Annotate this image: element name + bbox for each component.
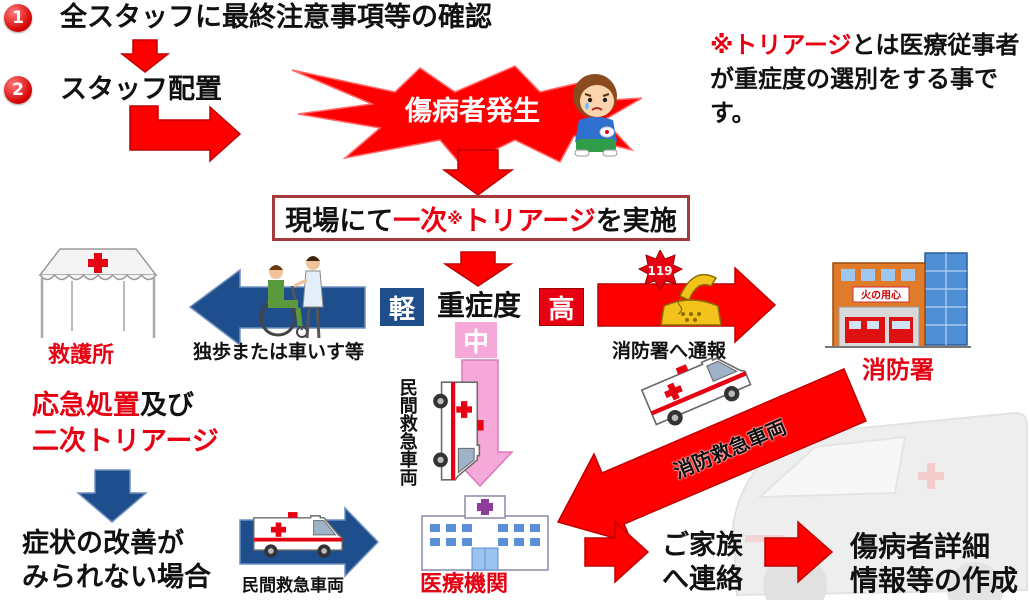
first-aid-highlight: 応急処置: [32, 390, 140, 421]
event-label: 傷病者発生: [405, 96, 540, 127]
severity-mid-label: 中: [462, 327, 489, 358]
note-line-2: が重症度の選別をする事で: [710, 65, 998, 93]
injured-child-icon: [573, 74, 618, 157]
first-aid-rest: 及び: [140, 390, 194, 421]
step-1-text: 全スタッフに最終注意事項等の確認: [60, 2, 492, 33]
wheelchair-assist-icon: [259, 256, 324, 339]
secondary-triage-text: 二次トリアージ: [32, 426, 219, 457]
arrow-fire-ambulance-to-hospital: [556, 368, 867, 545]
arrow-aid-station-down: [75, 469, 149, 523]
arrow-family-to-report: [764, 520, 834, 584]
triage-box-part-2: 一次: [393, 205, 448, 237]
step-2-number: 2: [12, 80, 24, 100]
report-line-1: 傷病者詳細: [850, 530, 991, 563]
severity-label: 重症度: [437, 289, 522, 322]
severity-low-badge: 軽: [380, 288, 424, 326]
mid-path-transport-label: 民間救急車両: [396, 378, 418, 486]
hospital-label: 医療機関: [420, 572, 509, 597]
condition-line-1: 症状の改善が: [22, 528, 184, 559]
arrow-step1-to-step2: [119, 39, 171, 73]
phone-119-number: 119: [647, 264, 672, 278]
fire-station-label: 消防署: [862, 356, 934, 384]
step-1-number: 1: [12, 8, 24, 28]
arrow-event-to-triage: [441, 149, 515, 196]
family-contact-line-2: へ連絡: [662, 564, 743, 595]
report-line-2: 情報等の作成: [850, 564, 1019, 597]
fire-station-sign: 火の用心: [861, 290, 901, 302]
arrow-hospital-to-family: [584, 520, 650, 584]
severity-high-label: 高: [548, 294, 575, 325]
step-2-badge: 2: [4, 76, 32, 104]
triage-box-part-4: を実施: [595, 205, 677, 237]
severity-low-label: 軽: [388, 294, 415, 325]
step-1-badge: 1: [4, 4, 32, 32]
event-starburst: [291, 65, 643, 167]
private-ambulance-icon: [253, 511, 343, 559]
high-path-arrow-label: 消防署へ通報: [612, 340, 727, 362]
triage-box-part-1: 現場にて: [285, 205, 394, 237]
triage-definition-note: ※トリアージとは医療従事者 が重症度の選別をする事で す。: [710, 28, 1019, 130]
fire-station-icon: 火の用心: [825, 252, 971, 348]
arrow-triage-to-severity: [442, 251, 514, 287]
first-aid-tent-icon: [38, 248, 158, 338]
note-line-1-rest: とは医療従事者: [851, 31, 1020, 59]
note-line-3: す。: [710, 99, 756, 127]
private-ambulance-vertical-icon: [432, 381, 485, 481]
family-contact-line-1: ご家族: [662, 530, 743, 561]
severity-high-badge: 高: [539, 288, 584, 326]
low-path-transport-label: 民間救急車両: [242, 576, 344, 596]
note-line-1: ※トリアージとは医療従事者: [710, 28, 1019, 62]
step-2-text: スタッフ配置: [60, 74, 222, 105]
triage-box-part-3: トリアージ: [462, 205, 596, 237]
first-aid-text: 応急処置及び: [32, 390, 194, 422]
phone-119-icon: 119: [638, 250, 722, 326]
arrow-staffing-to-event: [129, 105, 242, 163]
severity-mid-badge: 中: [455, 322, 497, 358]
note-highlight: ※トリアージ: [710, 31, 852, 59]
low-path-arrow-label: 独歩または車いす等: [193, 341, 365, 363]
condition-line-2: みられない場合: [22, 562, 211, 593]
aid-station-label: 救護所: [48, 343, 115, 368]
triage-box-mark: ※: [447, 208, 463, 228]
primary-triage-box: 現場にて 一次 ※ トリアージ を実施: [272, 195, 690, 241]
hospital-icon: [421, 495, 549, 571]
